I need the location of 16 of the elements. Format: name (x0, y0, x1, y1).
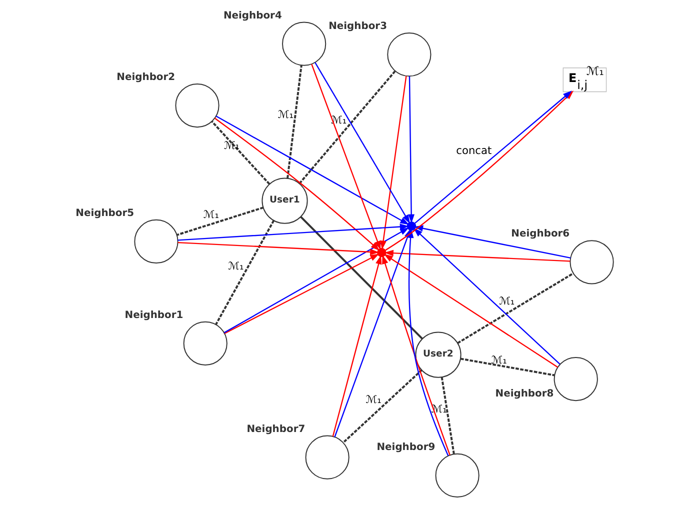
edge-label: ℳ₁ (278, 108, 294, 122)
node-label: Neighbor5 (76, 208, 134, 219)
edge-label: ℳ₁ (366, 392, 382, 406)
edge-label: concat (456, 144, 492, 158)
node-label: Neighbor8 (495, 388, 554, 400)
node-label: Neighbor6 (511, 228, 570, 240)
node-label: Neighbor4 (223, 10, 282, 22)
edge-label: ℳ₁ (203, 208, 220, 221)
node-label: Neighbor7 (246, 424, 306, 435)
node-label: Neighbor9 (376, 442, 436, 453)
edge-label: ℳ₁ (491, 354, 507, 367)
node-label: Neighbor1 (124, 310, 184, 321)
edge-label: ℳ₁ (499, 294, 515, 308)
node-label: Neighbor3 (328, 21, 388, 32)
node-label: Neighbor2 (116, 72, 176, 83)
edge-label: ℳ₁ (228, 259, 244, 272)
